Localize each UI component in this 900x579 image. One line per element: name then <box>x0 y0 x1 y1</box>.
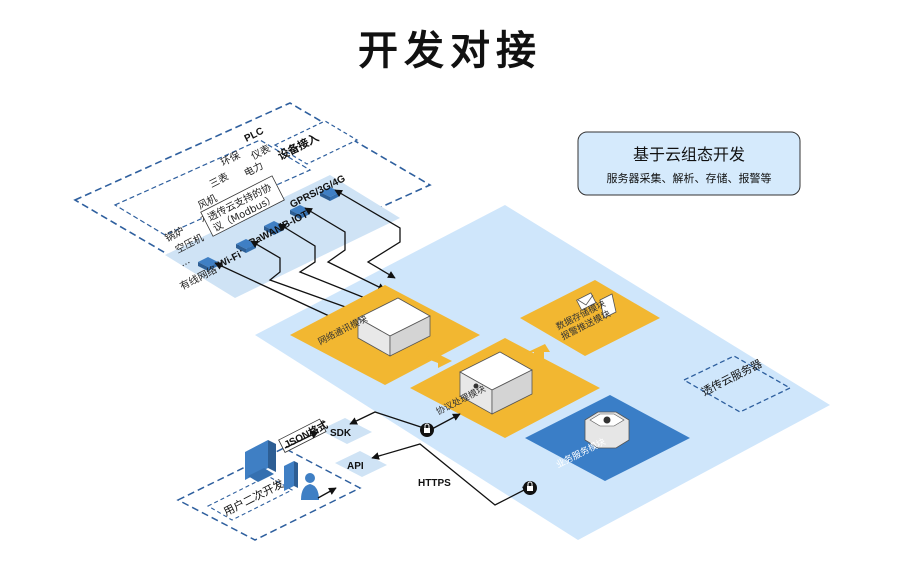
phone-icon <box>284 461 298 491</box>
device-access-label-box <box>273 120 359 165</box>
mail-document-icon <box>576 292 617 319</box>
info-box <box>577 131 801 196</box>
lock-icon <box>523 481 537 495</box>
user-dev-label-box <box>206 475 294 521</box>
device-list-box <box>113 139 312 236</box>
api-label: API <box>347 461 364 472</box>
server-box-icon <box>357 297 431 357</box>
info-box-title: 基于云组态开发 <box>633 145 745 164</box>
computer-icon <box>245 440 276 482</box>
sdk-label: SDK <box>330 428 352 439</box>
user-icon <box>301 473 319 500</box>
device-item: 三表 <box>207 170 231 191</box>
cube-box-icon <box>459 351 533 415</box>
protocol-note-box <box>200 175 285 237</box>
info-box-subtitle: 服务器采集、解析、存储、报警等 <box>607 171 772 185</box>
user-connections <box>284 411 531 506</box>
json-badge <box>278 418 327 454</box>
https-label: HTTPS <box>418 478 451 489</box>
flow-arrow <box>425 350 452 368</box>
page-title: 开发对接 <box>358 28 542 74</box>
device-item: ... <box>178 255 192 269</box>
storage-module-tile <box>520 280 660 356</box>
server-label-box <box>682 355 792 413</box>
database-icon <box>584 411 630 449</box>
sdk-badge <box>320 418 372 444</box>
device-item: 环保 <box>218 148 242 169</box>
lock-icon <box>420 423 434 437</box>
flow-arrow <box>528 344 550 360</box>
